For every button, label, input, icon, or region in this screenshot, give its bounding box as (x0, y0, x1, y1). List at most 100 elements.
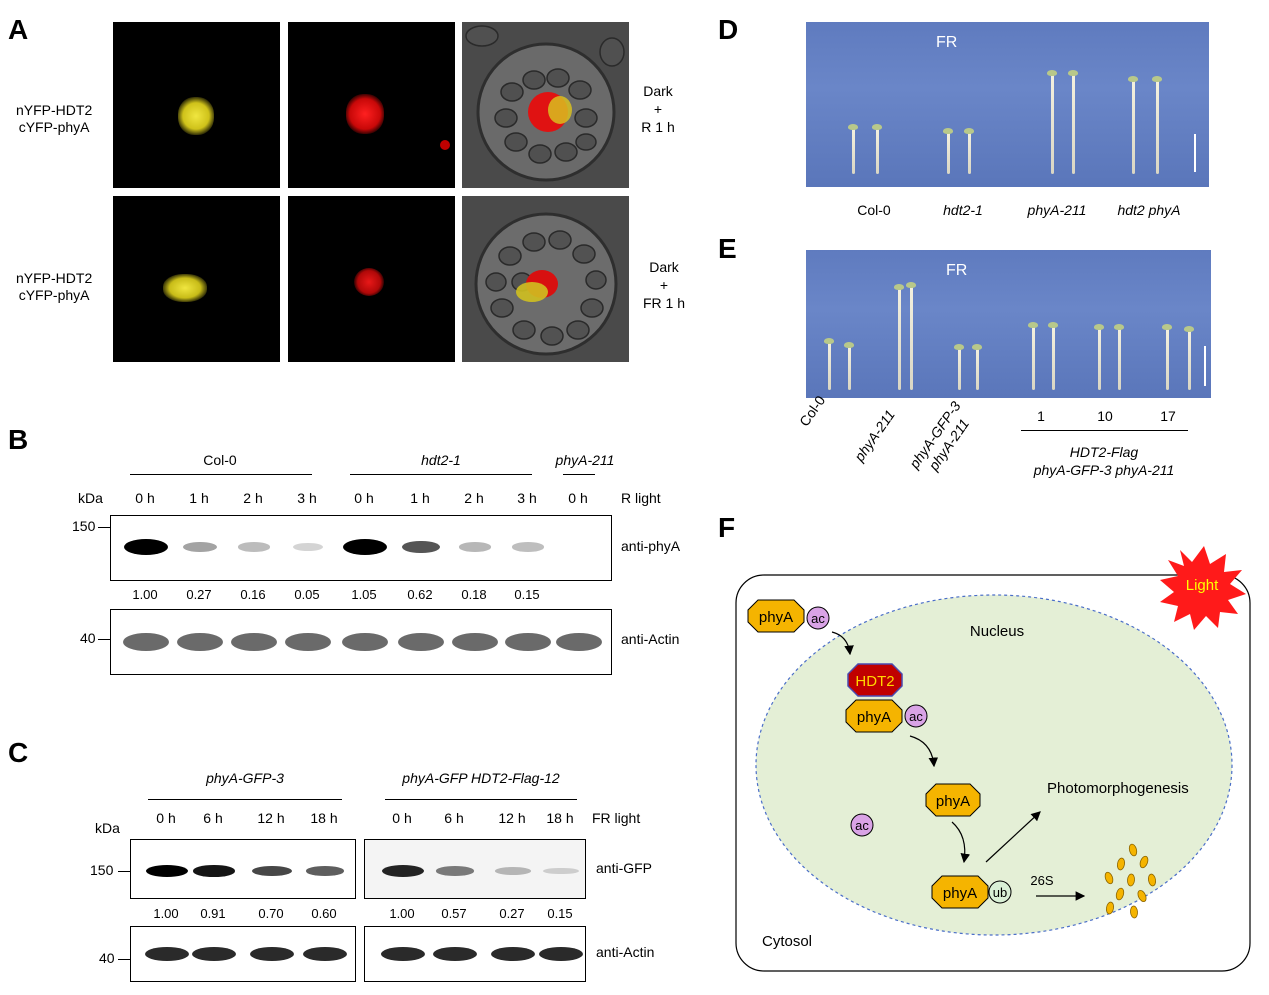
a-rfp-image-r (288, 22, 455, 188)
d-seedling-cotyledon (1128, 76, 1138, 82)
e-transgene-rule (1021, 430, 1188, 431)
c-band-gfp (193, 865, 235, 877)
c-group-hdt2-flag: phyA-GFP HDT2-Flag-12 (402, 770, 560, 786)
d-seedling (968, 132, 971, 174)
f-photomorphogenesis: Photomorphogenesis (1047, 780, 1189, 797)
d-seedling-cotyledon (1068, 70, 1078, 76)
d-seedling-cotyledon (943, 128, 953, 134)
b-marker-150-tick (98, 527, 110, 528)
c-quant-value: 1.00 (389, 906, 415, 921)
b-quant-value: 1.05 (351, 587, 377, 602)
c-band-gfp (146, 865, 188, 877)
b-band-actin (342, 633, 388, 651)
e-seedling-cotyledon (1114, 324, 1124, 330)
c-band-gfp (543, 867, 579, 875)
b-group-rule-hdt2 (350, 474, 532, 475)
f-ac-free (850, 813, 874, 837)
a-row2-construct-2: cYFP-phyA (18, 287, 90, 303)
e-seedling-cotyledon (1162, 324, 1172, 330)
c-marker-150: 150 (90, 862, 114, 878)
c-lane-label: 18 h (310, 810, 338, 826)
f-nucleus-label: Nucleus (970, 623, 1024, 640)
c-quant-value: 0.15 (547, 906, 573, 921)
c-band-gfp (435, 866, 475, 876)
e-seedling (976, 348, 979, 390)
b-band-actin (123, 633, 169, 651)
c-lane-label: 0 h (392, 810, 412, 826)
d-genotype-label: Col-0 (857, 202, 891, 218)
c-quant-value: 1.00 (153, 906, 179, 921)
d-seedling-cotyledon (848, 124, 858, 130)
d-scale-bar (1194, 134, 1196, 172)
c-lane-label: 0 h (156, 810, 176, 826)
c-quant-value: 0.91 (200, 906, 226, 921)
b-band-actin (231, 633, 277, 651)
d-seedling-photo: FR (806, 22, 1209, 187)
b-band-actin (452, 633, 498, 651)
a-merge-image-r (462, 22, 629, 188)
c-marker-40-tick (118, 959, 130, 960)
c-quant-value: 0.27 (499, 906, 525, 921)
e-genotype-phya-gfp3: phyA-GFP-3 phyA-211 (906, 398, 978, 481)
c-band-actin (250, 947, 294, 961)
c-band-actin (539, 947, 583, 961)
b-band-actin (177, 633, 223, 651)
a-row2-construct-1: nYFP-HDT2 (16, 270, 93, 286)
c-quant-value: 0.57 (441, 906, 467, 921)
c-lane-label: 6 h (444, 810, 464, 826)
e-seedling-cotyledon (844, 342, 854, 348)
d-fr-label: FR (936, 34, 958, 51)
f-phya-ub-text: phyA (943, 885, 977, 902)
e-transgene-2: phyA-GFP-3 phyA-211 (1033, 462, 1175, 478)
c-lane-label: 18 h (546, 810, 574, 826)
b-lane-label: 2 h (243, 490, 263, 506)
f-ub-text: ub (993, 885, 1007, 900)
e-seedling (1118, 328, 1121, 390)
e-line-17: 17 (1160, 408, 1176, 424)
e-seedling (828, 342, 831, 390)
c-lane-label: 12 h (498, 810, 526, 826)
c-antibody-gfp: anti-GFP (596, 860, 653, 876)
e-seedling (1166, 328, 1169, 390)
b-band-phya (511, 542, 545, 552)
b-band-actin (398, 633, 444, 651)
b-group-hdt2: hdt2-1 (421, 452, 461, 468)
c-band-actin (433, 947, 477, 961)
b-band-actin (556, 633, 602, 651)
c-group-phya-gfp3: phyA-GFP-3 (206, 770, 284, 786)
b-kda-label: kDa (78, 490, 103, 506)
c-lane-label: 12 h (257, 810, 285, 826)
b-lane-label: 3 h (517, 490, 537, 506)
e-seedling-cotyledon (954, 344, 964, 350)
b-marker-40-tick (98, 639, 110, 640)
d-seedling-cotyledon (872, 124, 882, 130)
b-group-rule-col0 (130, 474, 312, 475)
a-row1-construct-2: cYFP-phyA (18, 119, 90, 135)
c-band-actin (145, 947, 189, 961)
b-lane-label: 2 h (464, 490, 484, 506)
a-rfp-image-fr (288, 196, 455, 362)
d-genotype-label: phyA-211 (1027, 202, 1087, 218)
b-antibody-actin: anti-Actin (621, 631, 680, 647)
b-quant-value: 1.00 (132, 587, 158, 602)
b-quant-value: 0.27 (186, 587, 212, 602)
c-marker-150-tick (118, 871, 130, 872)
b-marker-40: 40 (80, 630, 96, 646)
e-genotype-col0: Col-0 (796, 392, 829, 430)
f-ac-bound-text: ac (909, 709, 923, 724)
c-band-actin (303, 947, 347, 961)
b-lane-label: 1 h (189, 490, 209, 506)
f-arrow-deacetylation (909, 735, 939, 768)
b-light-label: R light (621, 490, 661, 506)
d-seedling (1072, 74, 1075, 174)
e-seedling (958, 348, 961, 390)
a-row2-construct: nYFP-HDT2 cYFP-phyA (16, 270, 92, 304)
c-marker-40: 40 (99, 950, 115, 966)
c-band-actin (491, 947, 535, 961)
a-row2-condition: Dark + FR 1 h (640, 258, 688, 312)
a-row2-cond-2: + (659, 277, 669, 293)
f-phya-cytosol (747, 599, 805, 633)
f-ac-bound (904, 704, 928, 728)
f-light-burst (1160, 546, 1246, 630)
f-light-text: Light (1186, 577, 1219, 594)
